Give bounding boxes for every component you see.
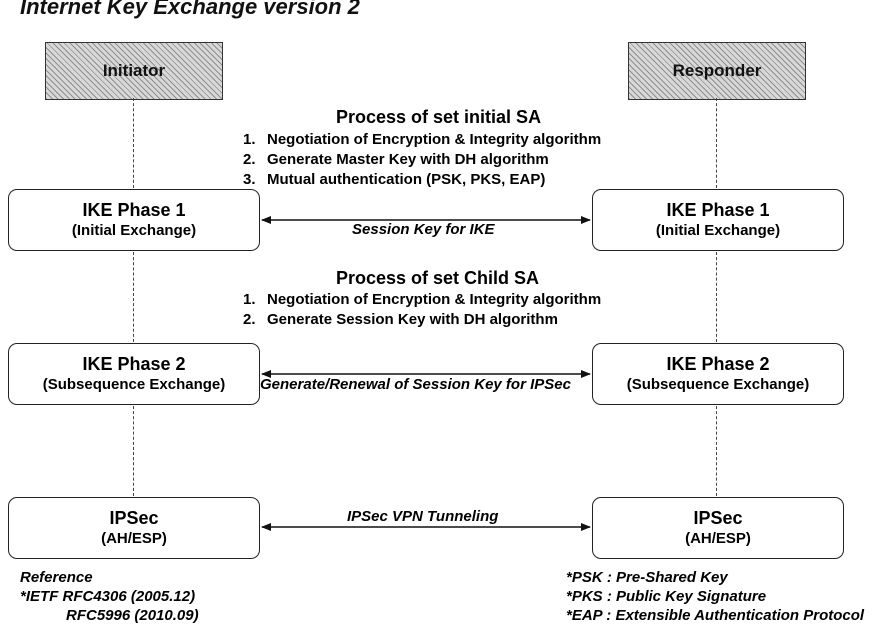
phase-name: IKE Phase 1 <box>82 200 186 220</box>
initiator-ipsec-box: IPSec (AH/ESP) <box>8 497 260 559</box>
phase-subtitle: (Subsequence Exchange) <box>626 376 810 393</box>
initiator-lifeline <box>133 98 134 188</box>
process-initial-steps: 1.Negotiation of Encryption & Integrity … <box>243 130 601 190</box>
initiator-phase2-box: IKE Phase 2 (Subsequence Exchange) <box>8 343 260 405</box>
step-item: 2.Generate Master Key with DH algorithm <box>243 151 549 168</box>
glossary-psk: *PSK : Pre-Shared Key <box>566 569 728 586</box>
process-child-title: Process of set Child SA <box>336 268 540 288</box>
step-item: 2.Generate Session Key with DH algorithm <box>243 311 558 328</box>
phase2-message: Generate/Renewal of Session Key for IPSe… <box>260 376 571 393</box>
process-initial-title: Process of set initial SA <box>336 107 542 127</box>
initiator-lifeline <box>133 406 134 496</box>
initiator-label: Initiator <box>102 61 166 80</box>
diagram-title: Internet Key Exchange version 2 <box>20 0 360 19</box>
phase-subtitle: (Subsequence Exchange) <box>42 376 226 393</box>
initiator-phase1-box: IKE Phase 1 (Initial Exchange) <box>8 189 260 251</box>
phase-name: IPSec <box>693 508 743 528</box>
phase-name: IKE Phase 1 <box>666 200 770 220</box>
responder-lifeline <box>716 252 717 342</box>
step-item: 3.Mutual authentication (PSK, PKS, EAP) <box>243 171 546 188</box>
responder-phase2-box: IKE Phase 2 (Subsequence Exchange) <box>592 343 844 405</box>
process-child-steps: 1.Negotiation of Encryption & Integrity … <box>243 290 601 330</box>
reference-heading: Reference <box>20 569 93 586</box>
responder-lifeline <box>716 98 717 188</box>
step-item: 1.Negotiation of Encryption & Integrity … <box>243 291 602 308</box>
ipsec-message: IPSec VPN Tunneling <box>347 508 499 525</box>
phase-subtitle: (Initial Exchange) <box>71 222 197 239</box>
initiator-box: Initiator <box>45 42 223 100</box>
phase-subtitle: (Initial Exchange) <box>655 222 781 239</box>
responder-lifeline <box>716 406 717 496</box>
glossary-eap: *EAP : Extensible Authentication Protoco… <box>566 607 865 624</box>
phase-name: IPSec <box>109 508 159 528</box>
phase-name: IKE Phase 2 <box>666 354 770 374</box>
initiator-lifeline <box>133 252 134 342</box>
responder-phase1-box: IKE Phase 1 (Initial Exchange) <box>592 189 844 251</box>
step-item: 1.Negotiation of Encryption & Integrity … <box>243 131 602 148</box>
responder-label: Responder <box>672 61 762 80</box>
phase1-message: Session Key for IKE <box>352 221 495 238</box>
responder-box: Responder <box>628 42 806 100</box>
glossary-pks: *PKS : Public Key Signature <box>566 588 767 605</box>
phase-subtitle: (AH/ESP) <box>685 530 751 547</box>
reference-line: RFC5996 (2010.09) <box>66 607 199 624</box>
phase-name: IKE Phase 2 <box>82 354 186 374</box>
reference-line: *IETF RFC4306 (2005.12) <box>20 588 196 605</box>
phase-subtitle: (AH/ESP) <box>101 530 167 547</box>
responder-ipsec-box: IPSec (AH/ESP) <box>592 497 844 559</box>
